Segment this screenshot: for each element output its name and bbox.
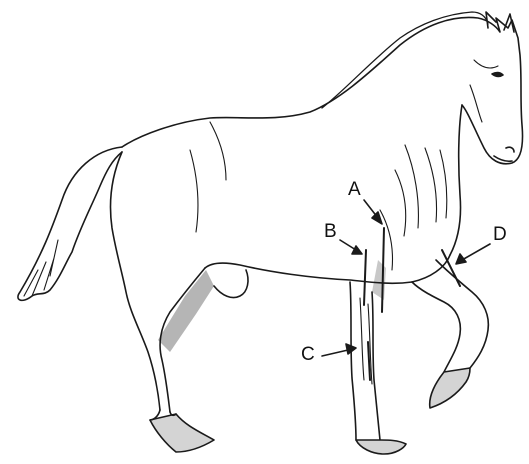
foreleg-raised-upper — [436, 260, 488, 368]
tail-strands — [24, 240, 58, 296]
foreleg-raised-hoof — [430, 368, 470, 408]
mane — [322, 12, 488, 108]
nostril — [506, 147, 514, 152]
label-d: D — [493, 225, 507, 244]
label-c: C — [301, 345, 315, 364]
arrow-a — [364, 200, 382, 224]
foreleg-near-front — [372, 292, 380, 440]
foreleg-near-hoof — [356, 440, 406, 454]
body-top-outline — [122, 17, 523, 163]
face-lines — [470, 60, 498, 122]
neck-front — [450, 105, 462, 255]
body-lines — [190, 122, 447, 270]
label-a: A — [348, 180, 361, 199]
hind-leg-shadow — [158, 270, 214, 352]
hind-hoof — [150, 414, 214, 452]
hindquarter-rear — [110, 152, 160, 410]
ear-right — [504, 14, 514, 32]
hind-leg-far — [214, 270, 248, 298]
eye — [492, 73, 503, 77]
foreleg-near-back — [350, 282, 356, 440]
arrow-d — [456, 244, 490, 264]
indicator-line-b — [364, 250, 366, 305]
arrow-b — [340, 240, 362, 254]
label-b: B — [324, 222, 337, 241]
mouth — [494, 156, 512, 161]
foreleg-raised-lower — [412, 282, 460, 372]
